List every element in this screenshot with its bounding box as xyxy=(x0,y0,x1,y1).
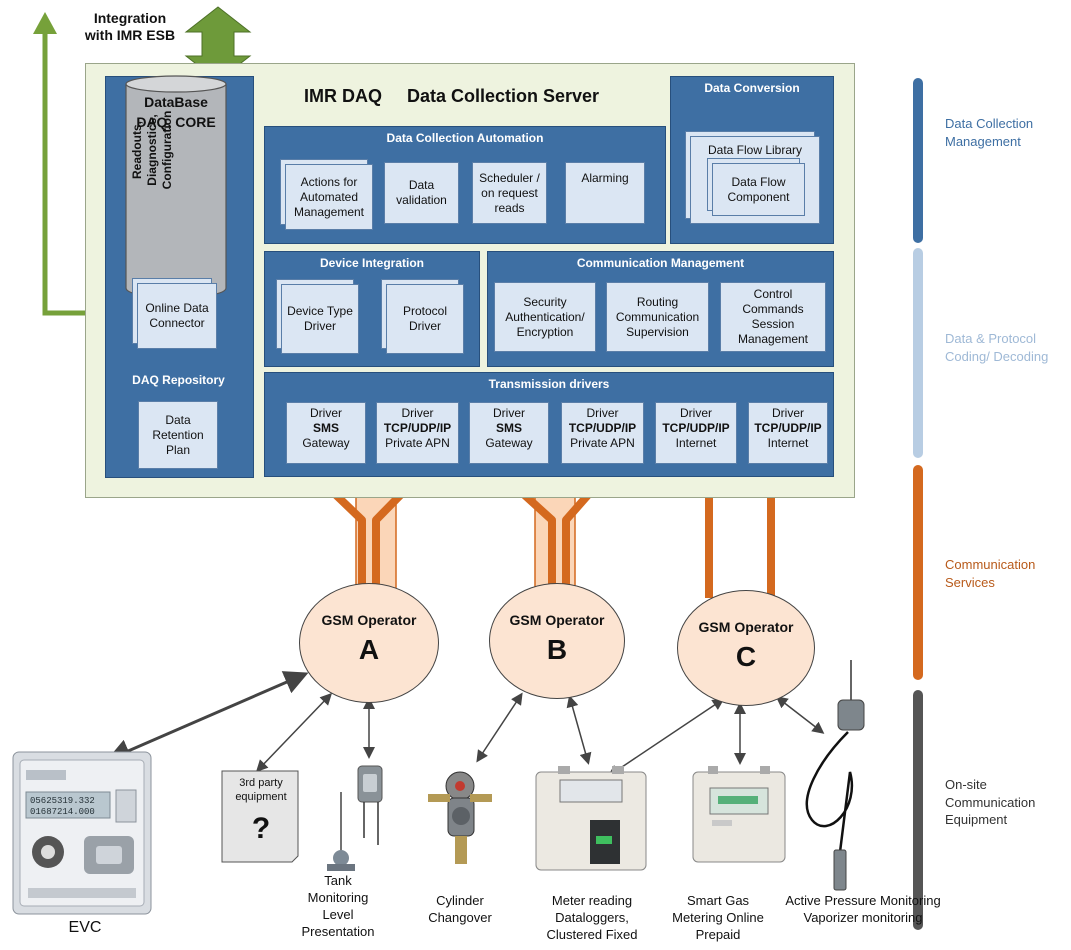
evc-screen-line1: 05625319.332 xyxy=(30,796,95,806)
data-flow-component[interactable]: Data Flow Component xyxy=(712,163,805,216)
server-title: IMR DAQ Data Collection Server xyxy=(304,86,600,106)
cylinder-changeover-device xyxy=(428,771,492,864)
driver-sms-1[interactable]: Driver SMS Gateway xyxy=(286,402,366,464)
comm-mgmt-title: Communication Management xyxy=(576,256,745,270)
layer-label-communication: Communication Services xyxy=(945,557,1036,590)
transmission-title: Transmission drivers xyxy=(488,377,610,391)
driver-tcp-apn-1[interactable]: Driver TCP/UDP/IP Private APN xyxy=(376,402,459,464)
layer-label-data-collection: Data Collection Management xyxy=(945,116,1034,149)
daq-repository-title: DAQ Repository xyxy=(132,373,225,387)
tank-label: Tank Monitoring Level Presentation xyxy=(301,873,375,939)
gsm-operator-c[interactable]: GSM Operator C xyxy=(677,590,815,706)
driver-tcp-apn-2-l3: Private APN xyxy=(570,436,635,450)
device-links xyxy=(106,671,825,777)
integration-line2: with IMR ESB xyxy=(84,27,176,43)
driver-tcp-internet-1-l1: Driver xyxy=(680,406,712,420)
scheduler-on-request[interactable]: Scheduler / on request reads xyxy=(472,162,547,224)
driver-sms-2-l3: Gateway xyxy=(485,436,533,450)
layer-bar-data-collection xyxy=(913,78,923,243)
routing-supervision[interactable]: Routing Communication Supervision xyxy=(606,282,709,352)
database-vertical-label: Readouts, Diagnostics, Configuration xyxy=(130,110,174,190)
protocol-driver[interactable]: Protocol Driver xyxy=(386,284,464,354)
smart-gas-meter-device xyxy=(692,766,786,863)
evc-label: EVC xyxy=(68,919,102,936)
gsm-operator-c-label: GSM Operator xyxy=(698,619,794,635)
gsm-operator-b-label: GSM Operator xyxy=(509,612,605,628)
database-title-line2: DAQ, CORE xyxy=(136,114,216,130)
gsm-operator-b[interactable]: GSM Operator B xyxy=(489,583,625,699)
driver-tcp-internet-1[interactable]: Driver TCP/UDP/IP Internet xyxy=(655,402,737,464)
driver-tcp-internet-1-l3: Internet xyxy=(675,436,717,450)
gsm-operator-a[interactable]: GSM Operator A xyxy=(299,583,439,703)
automation-title: Data Collection Automation xyxy=(386,131,544,145)
driver-tcp-internet-2-l1: Driver xyxy=(772,406,804,420)
gsm-operator-c-letter: C xyxy=(735,641,757,672)
driver-tcp-internet-2[interactable]: Driver TCP/UDP/IP Internet xyxy=(748,402,828,464)
third-party-box-shape xyxy=(221,770,299,863)
device-integration-title: Device Integration xyxy=(319,256,425,270)
device-type-driver[interactable]: Device Type Driver xyxy=(281,284,359,354)
third-party-mark: ? xyxy=(251,812,271,845)
driver-tcp-apn-1-l3: Private APN xyxy=(385,436,450,450)
gsm-operator-b-letter: B xyxy=(546,634,568,665)
data-retention-plan[interactable]: Data Retention Plan xyxy=(138,401,218,469)
security-authentication[interactable]: Security Authentication/ Encryption xyxy=(494,282,596,352)
conversion-title: Data Conversion xyxy=(704,81,800,95)
smart-label: Smart Gas Metering Online Prepaid xyxy=(672,893,764,942)
data-validation[interactable]: Data validation xyxy=(384,162,459,224)
driver-tcp-apn-1-l1: Driver xyxy=(401,406,434,420)
pressure-monitor-device xyxy=(805,660,865,891)
driver-sms-1-l1: Driver xyxy=(310,406,342,420)
layer-bar-coding xyxy=(913,248,923,458)
driver-sms-2-l1: Driver xyxy=(493,406,525,420)
gsm-operator-a-label: GSM Operator xyxy=(321,612,417,628)
driver-sms-2-l2: SMS xyxy=(495,421,522,435)
driver-sms-1-l2: SMS xyxy=(312,421,339,435)
pressure-label: Active Pressure Monitoring Vaporizer mon… xyxy=(785,893,941,925)
driver-sms-1-l3: Gateway xyxy=(302,436,350,450)
integration-label: Integration with IMR ESB xyxy=(70,10,190,44)
meter-label: Meter reading Dataloggers, Clustered Fix… xyxy=(546,893,638,942)
driver-tcp-apn-2[interactable]: Driver TCP/UDP/IP Private APN xyxy=(561,402,644,464)
evc-screen-line2: 01687214.000 xyxy=(30,807,95,817)
datalogger-meter-device xyxy=(535,766,647,871)
control-commands[interactable]: Control Commands Session Management xyxy=(720,282,826,352)
third-party-label: 3rd party equipment xyxy=(235,777,287,803)
tank-monitor-device xyxy=(327,765,383,871)
driver-tcp-internet-2-l3: Internet xyxy=(767,436,809,450)
cylinder-label: Cylinder Changover xyxy=(428,893,492,925)
database-title: DataBase DAQ, CORE xyxy=(126,92,226,132)
evc-device xyxy=(12,751,152,915)
driver-tcp-apn-2-l2: TCP/UDP/IP xyxy=(568,421,637,435)
driver-tcp-apn-1-l2: TCP/UDP/IP xyxy=(383,421,452,435)
driver-tcp-internet-2-l2: TCP/UDP/IP xyxy=(754,421,822,435)
layer-label-on-site: On-site Communication Equipment xyxy=(945,777,1036,828)
driver-tcp-apn-2-l1: Driver xyxy=(586,406,619,420)
gsm-operator-a-letter: A xyxy=(358,634,380,665)
alarming[interactable]: Alarming xyxy=(565,162,645,224)
integration-line1: Integration xyxy=(93,10,167,26)
online-data-connector[interactable]: Online Data Connector xyxy=(137,283,217,349)
layer-bar-on-site xyxy=(913,690,923,930)
database-title-line1: DataBase xyxy=(144,94,208,110)
actions-automated-management[interactable]: Actions for Automated Management xyxy=(285,164,373,230)
driver-sms-2[interactable]: Driver SMS Gateway xyxy=(469,402,549,464)
layer-bar-communication xyxy=(913,465,923,680)
layer-label-coding: Data & Protocol Coding/ Decoding xyxy=(945,331,1049,364)
driver-tcp-internet-1-l2: TCP/UDP/IP xyxy=(662,421,730,435)
